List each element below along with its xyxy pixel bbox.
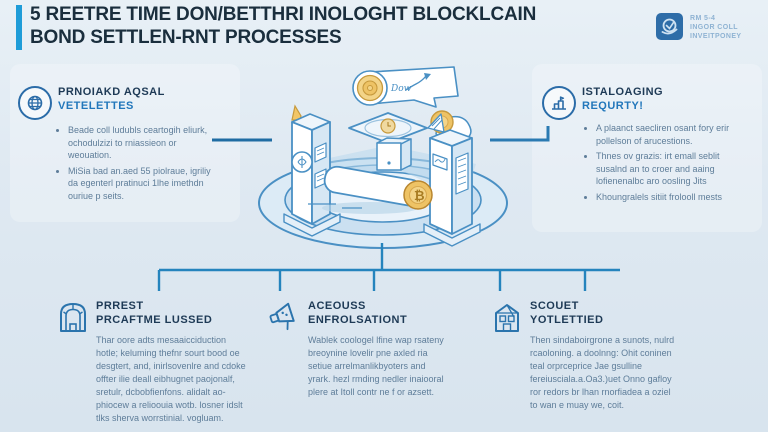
column-3-heading-line1: SCOUET (530, 300, 579, 312)
panel-left-bullets: Beade coll ludubls ceartogih eliurk, och… (56, 124, 220, 205)
bullet-item: Beade coll ludubls ceartogih eliurk, och… (68, 124, 220, 162)
globe-network-icon (18, 86, 52, 120)
column-2-heading-line1: ACEOUSS (308, 300, 366, 312)
page-title: 5 REETRE TIME DON/BETTHRI INOLOGHT BLOCK… (30, 4, 536, 49)
megaphone-icon (269, 302, 295, 331)
bullet-item: Thnes ov grazis: irt emall seblit susaln… (596, 150, 751, 188)
bullet-item: Khoungralels sitiit frolooll mests (596, 191, 751, 204)
panel-right-bullets: A plaanct saecliren osant fory erir poll… (584, 122, 751, 206)
column-1-body: Thar oore adts mesaaicciduction hotle; k… (96, 335, 246, 423)
center-box-icon (376, 137, 412, 171)
blockchain-settlement-illustration: ₿ Dow (258, 66, 508, 249)
panel-left-heading: PRNOIAKD AQSAL VETELETTES (58, 86, 165, 113)
scroll-label: Dow (390, 84, 412, 94)
logo-text-line1: RM 5-4 (690, 15, 716, 22)
page-title-line1: 5 REETRE TIME DON/BETTHRI INOLOGHT BLOCK… (30, 4, 537, 25)
server-tower-left-icon (283, 104, 341, 237)
panel-left-heading-line1: PRNOIAKD AQSAL (58, 86, 165, 98)
bottom-column-2: ACEOUSS ENFROLSATIONT Wablek coologel lf… (264, 299, 450, 399)
panel-right-heading-line2: REQURTY! (582, 99, 644, 112)
logo-text-line2: INGOR COLL (690, 24, 738, 31)
column-3-heading-line2: YOTLETTIED (530, 313, 604, 326)
title-accent-bar (16, 5, 22, 50)
panel-right-heading-line1: ISTALOAGING (582, 86, 664, 98)
page-title-line2: BOND SETTLEN-RNT PROCESSES (30, 26, 342, 48)
panel-left-heading-line2: VETELETTES (58, 99, 134, 112)
panel-right-heading: ISTALOAGING REQURTY! (582, 86, 663, 113)
column-1-heading-line1: PRREST (96, 300, 144, 312)
company-logo: RM 5-4 INGOR COLL INVEITPONEY (656, 13, 741, 41)
logo-text: RM 5-4 INGOR COLL INVEITPONEY (690, 13, 741, 41)
server-tower-right-icon (423, 110, 481, 247)
bottom-column-3: SCOUET YOTLETTIED Then sindaboirgrone a … (490, 299, 680, 412)
logo-swirl-icon (656, 13, 683, 40)
vault-arch-icon (60, 303, 86, 332)
document-roll-icon: ₿ (308, 165, 433, 214)
column-2-heading-line2: ENFROLSATIONT (308, 313, 408, 326)
column-2-body: Wablek coologel lfine wap rsateny breoyn… (308, 335, 444, 397)
secure-house-icon (495, 304, 519, 332)
scroll-chart-icon: Dow (352, 66, 459, 108)
bottom-column-1: PRREST PRCAFTME LUSSED Thar oore adts me… (56, 299, 246, 425)
podium-growth-icon (542, 86, 576, 120)
coin-symbol: ₿ (414, 189, 425, 204)
column-1-heading-line2: PRCAFTME LUSSED (96, 313, 213, 326)
column-3-body: Then sindaboirgrone a sunots, nulrd rcao… (530, 335, 675, 410)
panel-right: ISTALOAGING REQURTY! A plaanct saecliren… (532, 64, 762, 232)
panel-left: PRNOIAKD AQSAL VETELETTES Beade coll lud… (10, 64, 240, 222)
bullet-item: A plaanct saecliren osant fory erir poll… (596, 122, 751, 147)
bullet-item: MiSia bad an.aed 55 piolraue, igriliy da… (68, 165, 220, 203)
logo-text-line3: INVEITPONEY (690, 33, 742, 40)
